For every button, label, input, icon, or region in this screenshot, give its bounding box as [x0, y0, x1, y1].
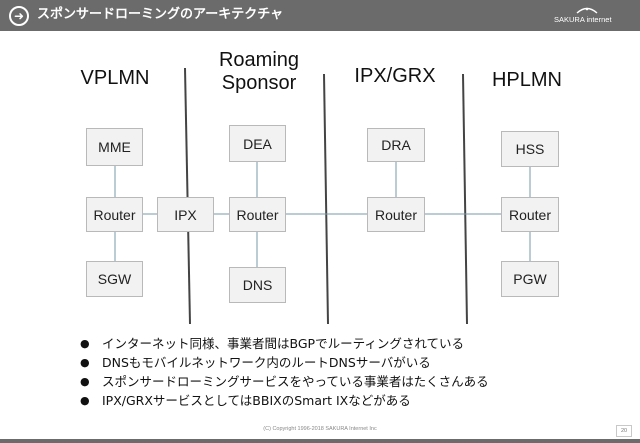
bullet-text: IPX/GRXサービスとしてはBBIXのSmart IXなどがある	[102, 393, 411, 408]
column-title-vplmn: VPLMN	[80, 67, 150, 89]
architecture-diagram: VPLMN Roaming Sponsor IPX/GRX HPLMN MME …	[0, 31, 640, 331]
column-title-hplmn: HPLMN	[491, 69, 562, 91]
bullet-dot-icon: ●	[80, 356, 90, 369]
header-bar: ➜ スポンサードローミングのアーキテクチャ SAKURA internet	[0, 0, 640, 31]
node-pgw: PGW	[501, 261, 559, 297]
node-ipx: IPX	[157, 197, 214, 232]
node-sgw: SGW	[86, 261, 143, 297]
sakura-logo: SAKURA internet	[554, 6, 632, 26]
page-number: 20	[616, 425, 632, 437]
bullet-dot-icon: ●	[80, 394, 90, 407]
divider-line	[323, 73, 329, 325]
bullet-dot-icon: ●	[80, 375, 90, 388]
node-hss: HSS	[501, 131, 559, 167]
footer: (C) Copyright 1996-2018 SAKURA Internet …	[0, 423, 640, 439]
bullet-list: ● インターネット同様、事業者間はBGPでルーティングされている ● DNSもモバイ…	[80, 334, 489, 410]
copyright-text: (C) Copyright 1996-2018 SAKURA Internet …	[263, 426, 377, 432]
logo-text: SAKURA internet	[554, 15, 612, 24]
bullet-item: ● DNSもモバイルネットワーク内のルートDNSサーバがいる	[80, 353, 489, 372]
sakura-logo-icon	[576, 7, 598, 14]
diagram-lines	[114, 67, 531, 325]
node-dns: DNS	[229, 267, 286, 303]
column-title-ipx-grx: IPX/GRX	[354, 65, 436, 87]
node-mme: MME	[86, 128, 143, 166]
divider-line	[184, 67, 191, 325]
node-router-hplmn: Router	[501, 197, 559, 232]
bullet-item: ● IPX/GRXサービスとしてはBBIXのSmart IXなどがある	[80, 391, 489, 410]
arrow-right-circle-icon: ➜	[9, 6, 29, 26]
bullet-text: DNSもモバイルネットワーク内のルートDNSサーバがいる	[102, 355, 431, 370]
slide-title: スポンサードローミングのアーキテクチャ	[37, 7, 284, 22]
node-router-vplmn: Router	[86, 197, 143, 232]
bottom-bar	[0, 439, 640, 443]
node-dra: DRA	[367, 128, 425, 162]
bullet-text: インターネット同様、事業者間はBGPでルーティングされている	[102, 336, 464, 351]
node-router-sponsor: Router	[229, 197, 286, 232]
node-router-ipx: Router	[367, 197, 425, 232]
bullet-item: ● スポンサードローミングサービスをやっている事業者はたくさんある	[80, 372, 489, 391]
node-dea: DEA	[229, 125, 286, 162]
divider-line	[462, 73, 468, 325]
column-title-roaming-sponsor: Roaming Sponsor	[218, 49, 300, 94]
bullet-text: スポンサードローミングサービスをやっている事業者はたくさんある	[102, 374, 489, 389]
bullet-item: ● インターネット同様、事業者間はBGPでルーティングされている	[80, 334, 489, 353]
bullet-dot-icon: ●	[80, 337, 90, 350]
